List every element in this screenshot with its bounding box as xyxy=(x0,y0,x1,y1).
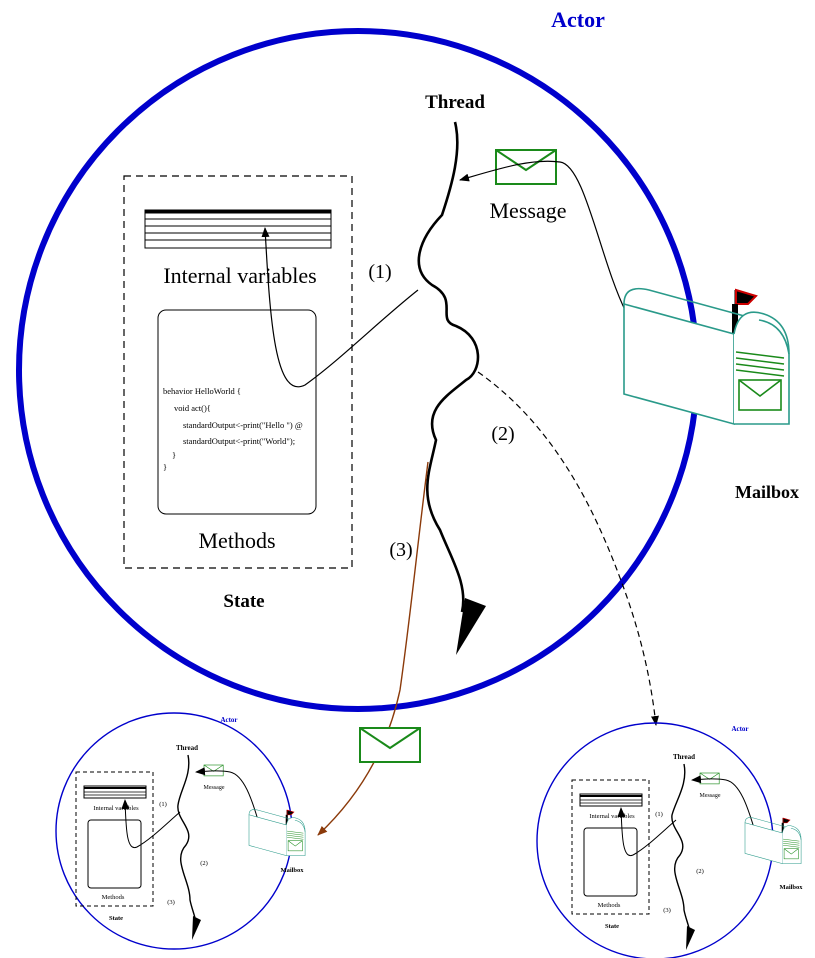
mini-right-actor-title: Actor xyxy=(731,725,748,733)
mini-right-thread-label: Thread xyxy=(673,753,695,761)
mini-left-step-2: (2) xyxy=(200,860,208,867)
mini-left-variables-label: Internal variables xyxy=(93,805,139,812)
mini-left-arrow-message xyxy=(196,771,258,820)
mini-right-actor-circle xyxy=(537,723,773,958)
mini-right-message-label: Message xyxy=(700,793,721,799)
code-line: } xyxy=(172,450,176,460)
sent-message-envelope-icon xyxy=(360,728,420,762)
code-line: standardOutput<-print("Hello ") @ xyxy=(183,420,303,430)
mini-left-message-label: Message xyxy=(204,785,225,791)
mini-right-variables-label: Internal variables xyxy=(589,813,635,820)
internal-variables-label: Internal variables xyxy=(163,263,316,288)
code-line: standardOutput<-print("World"); xyxy=(183,436,295,446)
mini-right-methods-box xyxy=(584,828,637,896)
mini-left-methods-label: Methods xyxy=(102,894,125,901)
mini-right-thread-line xyxy=(672,764,690,934)
mini-left-thread-arrowhead xyxy=(192,916,201,940)
mini-left-step-3: (3) xyxy=(167,899,175,906)
mini-right-methods-label: Methods xyxy=(598,902,621,909)
mini-right-mailbox-label: Mailbox xyxy=(779,884,803,891)
methods-label: Methods xyxy=(199,528,276,553)
mini-actor-left: Actor Thread Internal variables Methods … xyxy=(56,713,305,949)
thread-arrowhead xyxy=(456,598,486,655)
mini-right-message-envelope-icon xyxy=(700,773,719,784)
step-1-label: (1) xyxy=(368,261,391,283)
step-3-label: (3) xyxy=(389,539,412,561)
mini-left-thread-label: Thread xyxy=(176,744,198,752)
state-label: State xyxy=(223,591,264,612)
arrow-step-3 xyxy=(318,462,428,835)
mini-right-step-2: (2) xyxy=(696,868,704,875)
mailbox-label: Mailbox xyxy=(735,482,799,502)
mini-left-message-envelope-icon xyxy=(204,765,223,776)
mini-right-step-3: (3) xyxy=(663,907,671,914)
mini-left-mailbox-label: Mailbox xyxy=(280,867,304,874)
internal-variables-icon xyxy=(145,210,331,248)
message-label: Message xyxy=(490,198,567,223)
mini-actor-right: Actor Thread Internal variables Methods … xyxy=(537,723,803,958)
mini-right-arrow-message xyxy=(692,779,754,828)
mini-left-thread-line xyxy=(178,755,196,924)
mini-right-step-1: (1) xyxy=(655,811,663,818)
main-actor: Actor Thread Internal variables behavior… xyxy=(19,7,799,835)
mini-left-methods-box xyxy=(88,820,141,888)
mailbox-icon xyxy=(624,289,789,424)
thread-line xyxy=(419,122,478,612)
thread-label: Thread xyxy=(425,92,485,113)
step-2-label: (2) xyxy=(491,423,514,445)
mini-right-thread-arrowhead xyxy=(686,926,695,950)
code-line: behavior HelloWorld { xyxy=(163,386,241,396)
mini-left-state-label: State xyxy=(109,915,123,922)
mini-left-actor-title: Actor xyxy=(220,716,237,724)
mini-right-state-label: State xyxy=(605,923,619,930)
code-line: void act(){ xyxy=(174,403,211,413)
actor-title: Actor xyxy=(551,7,605,32)
actor-boundary-circle xyxy=(19,31,697,709)
code-line: } xyxy=(163,462,167,472)
mini-left-step-1: (1) xyxy=(159,801,167,808)
